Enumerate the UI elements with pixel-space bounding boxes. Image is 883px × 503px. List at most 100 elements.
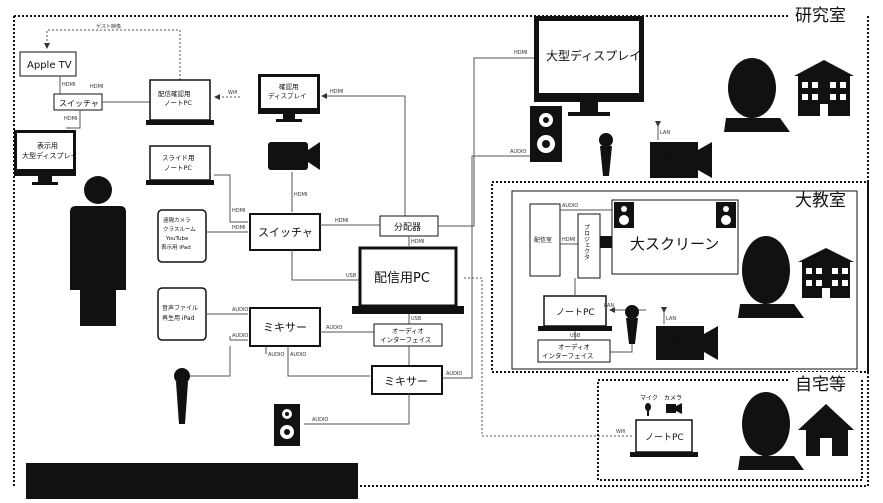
usb-label: USB — [346, 273, 357, 279]
hall-if-l2: インターフェイス — [542, 351, 593, 360]
home-mic-label: マイク — [640, 395, 658, 402]
ipad-line-4: 表示用 iPad — [161, 243, 191, 251]
apple-tv-box — [19, 51, 77, 77]
big-screen-label: 大スクリーン — [630, 235, 719, 253]
config-pc-l1: 配信確認用 — [158, 89, 191, 98]
usb-label: USB — [570, 333, 581, 339]
face-char-3: 受 — [748, 95, 755, 104]
hall-students-icon — [738, 236, 804, 318]
audio-label: AUDIO — [268, 352, 284, 358]
slide-pc-l2: ノートPC — [164, 164, 192, 172]
lan-label: LAN — [666, 316, 676, 322]
home-stu-1: 遠 — [762, 405, 769, 414]
home-stu-3: 受 — [762, 437, 769, 446]
hdmi-label: HDMI — [335, 218, 348, 224]
check-display-l2: ディスプレイ — [268, 91, 307, 100]
hdmi-label: HDMI — [62, 82, 75, 88]
lab-camera-icon — [650, 142, 712, 178]
audio-label: AUDIO — [510, 149, 526, 155]
ipad-icon — [157, 209, 207, 263]
lab-camera-l1: 遠隔 — [660, 151, 674, 160]
lab-mic-icon — [599, 133, 613, 176]
home-mic-icon — [645, 403, 651, 416]
face-char-1: 対 — [748, 63, 755, 72]
stream-pc-label: 配信用PC — [374, 271, 430, 286]
face-students-icon — [724, 58, 790, 132]
audio-if-l1: オーディオ — [392, 326, 424, 335]
audio-label: AUDIO — [232, 307, 248, 313]
hdmi-label: HDMI — [514, 50, 527, 56]
hall-frame — [491, 181, 869, 373]
home-cam-label: カメラ — [664, 395, 682, 402]
audio-label: AUDIO — [562, 203, 578, 209]
audio-label: AUDIO — [232, 333, 248, 339]
lab-camera-l2: カメラ — [657, 163, 678, 171]
lan-label: LAN — [660, 130, 670, 136]
splitter-label: 分配器 — [394, 222, 421, 233]
speaker-icon — [274, 404, 300, 446]
lab-label: 研究室 — [795, 6, 846, 26]
home-camera-icon — [666, 403, 682, 414]
face-char-4: 講 — [748, 111, 755, 120]
big-display-label: 大型ディスプレイ — [546, 48, 641, 63]
slide-pc-l1: スライド用 — [162, 154, 195, 162]
hall-mic-icon — [625, 305, 639, 344]
home-students-icon — [738, 392, 804, 470]
usb-label: USB — [411, 316, 422, 322]
audio-ipad-icon — [157, 287, 207, 341]
hdmi-label: HDMI — [411, 239, 424, 245]
screen-speaker-left-icon — [614, 202, 634, 228]
title-author: 作成：吉岡 英樹 — [268, 481, 334, 493]
hdmi-label: HDMI — [294, 192, 307, 198]
hall-label: 大教室 — [795, 191, 846, 211]
title-bar — [26, 463, 358, 499]
wifi-label: Wifi — [616, 429, 625, 435]
audio-if-l2: インターフェイス — [380, 335, 431, 344]
house-icon — [798, 404, 854, 456]
hall-camera-icon — [656, 326, 718, 360]
home-stu-4: 講 — [762, 453, 769, 462]
ipad-line-3: YouTube — [165, 236, 189, 242]
config-pc-l2: ノートPC — [164, 99, 192, 107]
mixer2-label: ミキサー — [384, 375, 428, 388]
teacher-icon — [70, 176, 126, 326]
audio-label: AUDIO — [312, 417, 328, 423]
slide-laptop-icon — [146, 145, 214, 185]
school-building-icon — [794, 60, 854, 116]
check-display-icon — [258, 74, 320, 122]
hdmi-label: HDMI — [232, 208, 245, 214]
hall-room-box — [529, 203, 561, 277]
display-label-2: 大型ディスプレイ — [22, 151, 78, 160]
hall-if-box — [537, 339, 611, 363]
outer-frame — [13, 15, 869, 487]
audio-file-l1: 音声ファイル — [162, 304, 198, 312]
home-pc-label: ノートPC — [645, 433, 684, 443]
hall-stu-2: 隔 — [762, 265, 769, 274]
check-display-l1: 確認用 — [279, 82, 299, 91]
hall-stu-1: 遠 — [762, 249, 769, 258]
guest-video-label: ゲスト映像 — [96, 23, 121, 30]
audio-file-l2: 再生用 iPad — [162, 314, 195, 322]
lab-speaker-icon — [530, 106, 562, 162]
home-laptop-icon — [630, 419, 698, 457]
hdmi-label: HDMI — [90, 84, 103, 90]
mixer1-label: ミキサー — [263, 321, 307, 334]
apple-tv-label: Apple TV — [27, 60, 72, 71]
hall-stu-4: 講 — [762, 297, 769, 306]
hall-inner-frame — [511, 190, 858, 370]
audio-label: AUDIO — [326, 325, 342, 331]
home-stu-2: 隔 — [762, 421, 769, 430]
big-display-icon — [534, 16, 644, 116]
lan-label: LAN — [604, 303, 614, 309]
hall-pc-label: ノートPC — [556, 308, 595, 318]
hall-camera-l2: カメラ — [663, 346, 684, 354]
ipad-line-1: 遠隔カメラ — [163, 216, 191, 224]
projector-label: プロジェクタ — [583, 224, 590, 260]
home-label: 自宅等 — [795, 375, 846, 395]
main-switcher-label: スイッチャ — [258, 226, 313, 239]
hdmi-label: HDMI — [330, 89, 343, 95]
mixer2-box — [371, 365, 443, 395]
ipad-line-2: クラスルーム — [163, 226, 196, 233]
wifi-label: Wifi — [228, 90, 237, 96]
hdmi-label: HDMI — [562, 237, 575, 243]
